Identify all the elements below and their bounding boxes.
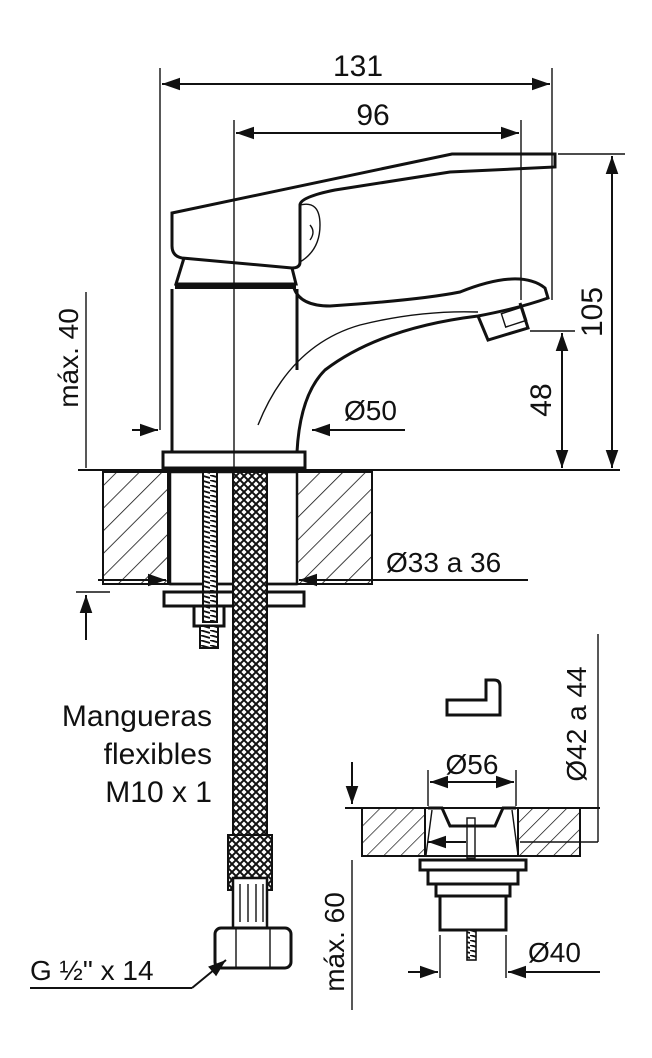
base-diameter-label: Ø50	[344, 395, 397, 426]
flexible-hose	[213, 471, 293, 970]
hole-diameter-label: Ø33 a 36	[386, 547, 501, 578]
spout	[292, 277, 550, 453]
aerator	[476, 302, 530, 342]
drain-hole-diameter-label: Ø42 a 44	[561, 666, 592, 781]
spout-height-label: 48	[525, 383, 558, 416]
lever-handle	[170, 152, 557, 270]
hose-text-line-1: Mangueras	[62, 700, 212, 733]
spout-reach-label: 96	[356, 99, 389, 132]
overall-height-label: 105	[576, 287, 609, 337]
drain-body-diameter-label: Ø40	[528, 937, 581, 968]
drain-flange-diameter-label: Ø56	[446, 749, 499, 780]
overall-width-label: 131	[333, 50, 383, 83]
connection-thread-label: G ½" x 14	[30, 955, 154, 986]
drain-depth-label: máx. 60	[319, 892, 350, 992]
drain-detail	[345, 678, 600, 961]
hose-text-line-2: flexibles	[104, 738, 212, 771]
countertop-section	[102, 470, 373, 649]
lever-height-label: máx. 40	[53, 308, 84, 408]
hose-text-line-3: M10 x 1	[105, 776, 212, 809]
